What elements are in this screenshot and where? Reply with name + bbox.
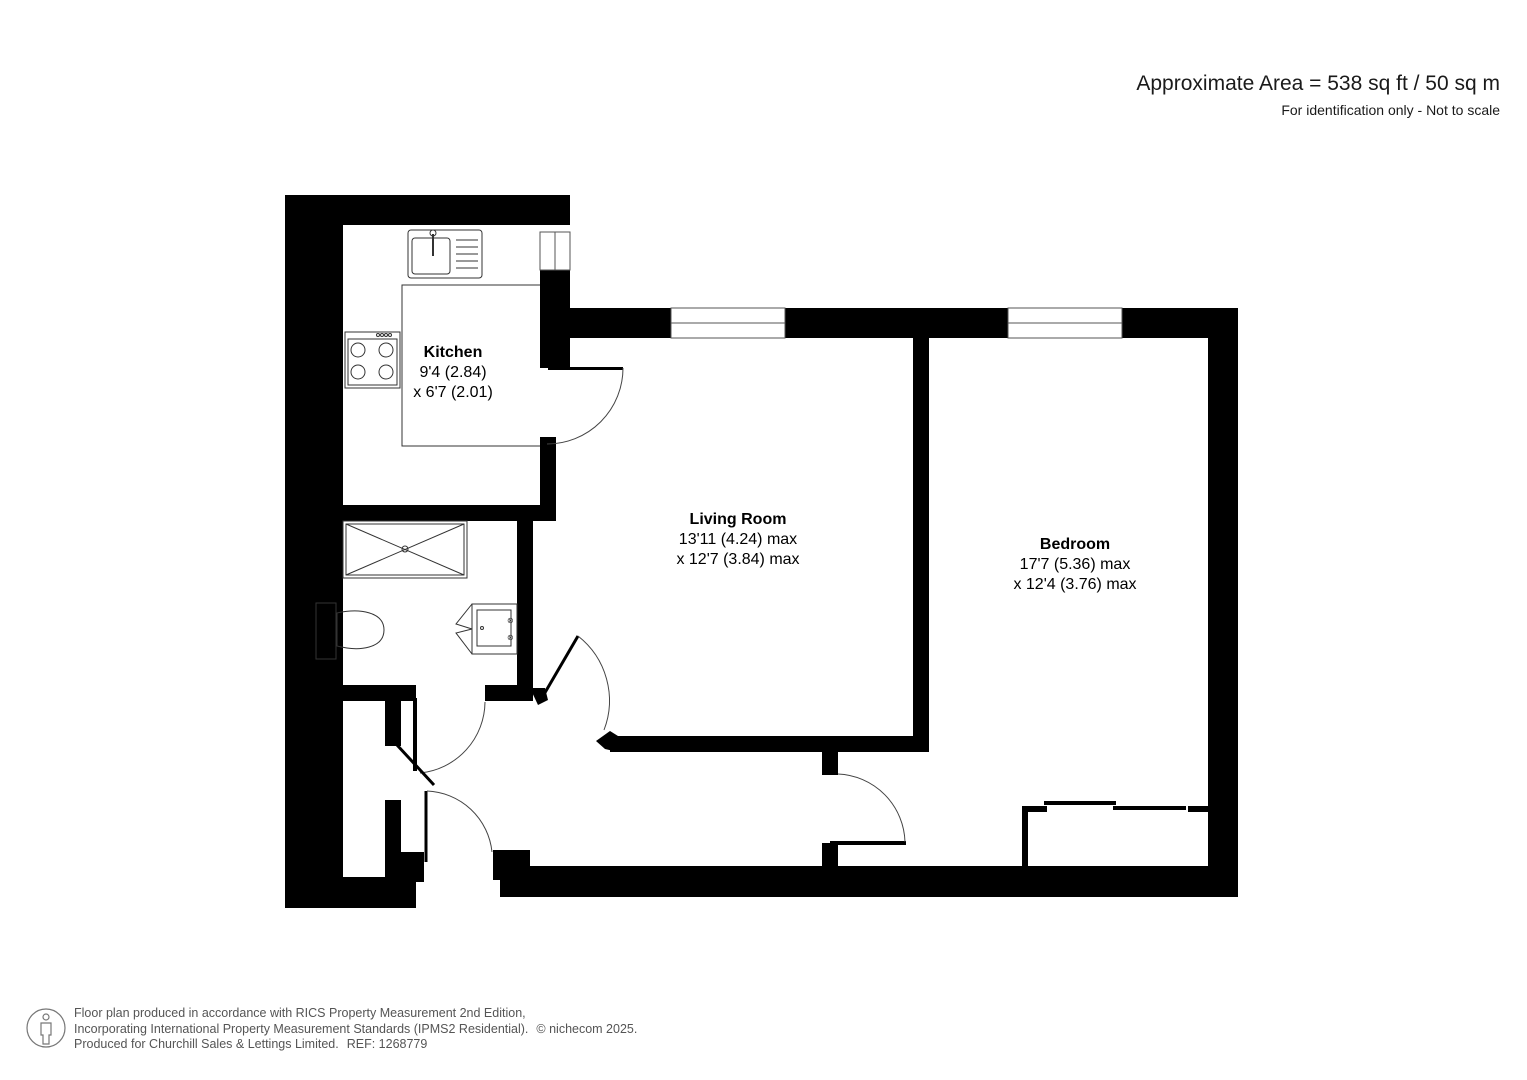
- entrance-door: [426, 790, 493, 853]
- bathroom-door: [413, 698, 486, 774]
- walls: [285, 195, 1238, 908]
- sink-icon: [407, 229, 483, 279]
- svg-text:⊗: ⊗: [507, 633, 514, 642]
- approximate-area: Approximate Area = 538 sq ft / 50 sq m: [1136, 72, 1500, 95]
- footer-line: Floor plan produced in accordance with R…: [74, 1006, 526, 1020]
- room-kitchen: Kitchen 9'4 (2.84) x 6'7 (2.01): [413, 343, 493, 403]
- bedroom-door: [830, 773, 906, 845]
- room-name: Kitchen: [423, 344, 483, 361]
- svg-text:⊗: ⊗: [507, 616, 514, 625]
- footer-line: Incorporating International Property Mea…: [74, 1022, 637, 1038]
- room-dimension: 9'4 (2.84): [419, 364, 487, 381]
- footer: Floor plan produced in accordance with R…: [26, 1006, 637, 1053]
- room-living-room: Living Room 13'11 (4.24) max x 12'7 (3.8…: [676, 510, 799, 570]
- kitchen-counter: [401, 284, 540, 447]
- header: Approximate Area = 538 sq ft / 50 sq m F…: [1136, 72, 1500, 118]
- hob-icon: [344, 331, 401, 389]
- footer-line: Produced for Churchill Sales & Lettings …: [74, 1037, 637, 1053]
- room-name: Living Room: [689, 511, 787, 528]
- windows: [539, 231, 1123, 339]
- living-room-door: [541, 635, 610, 731]
- room-bedroom: Bedroom 17'7 (5.36) max x 12'4 (3.76) ma…: [1013, 535, 1136, 595]
- footer-produced-for: Produced for Churchill Sales & Lettings …: [74, 1037, 339, 1051]
- footer-text: Floor plan produced in accordance with R…: [74, 1006, 637, 1053]
- room-dimension: x 6'7 (2.01): [413, 384, 493, 401]
- person-icon: [26, 1008, 66, 1048]
- toilet-icon: [315, 602, 385, 660]
- copyright: © nichecom 2025.: [536, 1021, 638, 1036]
- washbasin-icon: ⊗ ⊗: [455, 603, 518, 655]
- shower-tray-icon: [342, 520, 468, 579]
- reference-number: REF: 1268779: [346, 1037, 428, 1051]
- room-dimension: 13'11 (4.24) max: [678, 531, 798, 548]
- wardrobe-icon: [1044, 801, 1186, 810]
- room-dimension: 17'7 (5.36) max: [1019, 556, 1131, 573]
- room-dimension: x 12'4 (3.76) max: [1013, 576, 1137, 593]
- closet-doors: [395, 743, 436, 862]
- room-name: Bedroom: [1039, 536, 1111, 553]
- kitchen-door: [546, 367, 624, 445]
- disclaimer: For identification only - Not to scale: [1281, 102, 1500, 118]
- room-dimension: x 12'7 (3.84) max: [676, 551, 800, 568]
- footer-standards: Incorporating International Property Mea…: [74, 1021, 529, 1036]
